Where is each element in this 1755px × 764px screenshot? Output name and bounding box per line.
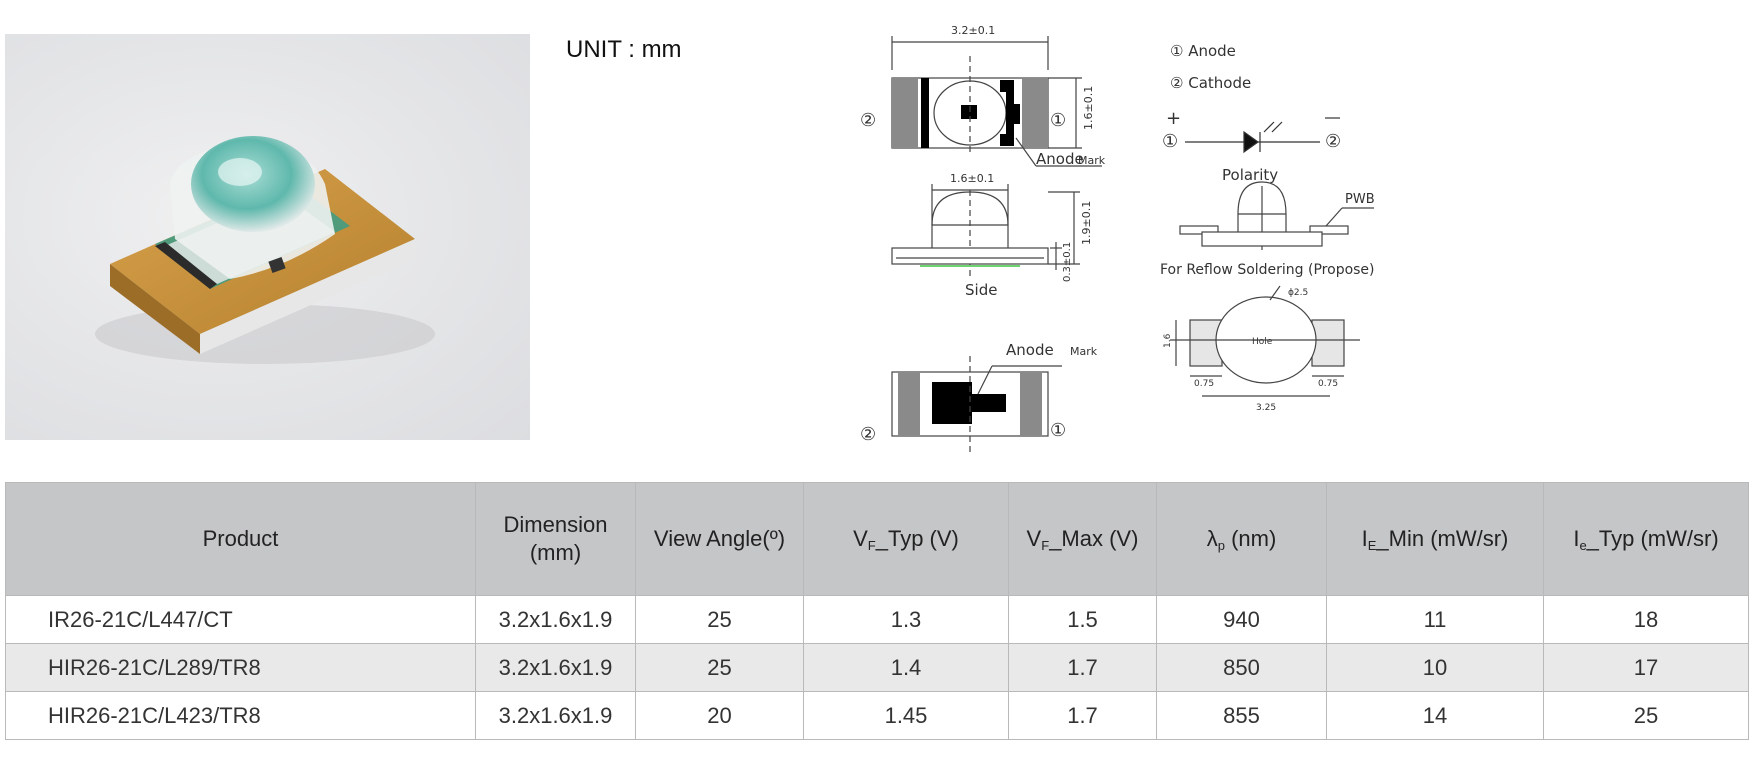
pwb-label: PWB [1345,192,1375,207]
side-label: Side [965,281,997,299]
cell-dimension: 3.2x1.6x1.9 [475,643,636,692]
header-product: Product [5,482,476,596]
bottom-pin1-label: ① [1050,420,1066,441]
pwb-view [1179,181,1374,250]
cell-ie-typ: 17 [1543,643,1749,692]
cell-dimension: 3.2x1.6x1.9 [475,691,636,740]
cell-vf-typ: 1.3 [803,595,1009,644]
table-header-row: Product Dimension (mm) View Angle(º) VF_… [5,482,1749,596]
top-pin2-label: ② [860,110,876,131]
top-height-dim: 1.6±0.1 [1082,86,1095,130]
pad-left-dim: 0.75 [1194,379,1214,389]
bottom-view [891,356,1062,452]
header-ie-min: IE_Min (mW/sr) [1326,482,1544,596]
cell-view-angle: 25 [635,643,804,692]
cell-ie-typ: 25 [1543,691,1749,740]
bottom-anode-mark-label: Anode [1006,341,1054,359]
legend-anode: ① Anode [1170,42,1236,60]
side-width-dim: 1.6±0.1 [950,172,994,185]
top-anode-mark-label: Anode [1036,150,1084,168]
cell-vf-typ: 1.45 [803,691,1009,740]
side-height-dim: 1.9±0.1 [1080,201,1093,245]
cell-view-angle: 25 [635,595,804,644]
polarity-pin1: ① [1162,131,1178,152]
cell-vf-max: 1.7 [1008,643,1157,692]
diode-symbol-icon [1185,117,1340,154]
polarity-pin2: ② [1325,131,1341,152]
cell-product: IR26-21C/L447/CT [5,595,476,644]
side-view [891,184,1080,278]
reflow-label: For Reflow Soldering (Propose) [1160,262,1375,278]
header-view-angle: View Angle(º) [635,482,804,596]
cell-ie-typ: 18 [1543,595,1749,644]
bottom-mark-label: Mark [1070,345,1098,358]
cell-ie-min: 10 [1326,643,1544,692]
table-row: HIR26-21C/L289/TR8 3.2x1.6x1.9 25 1.4 1.… [5,643,1749,692]
hole-diameter-dim: ϕ2.5 [1288,288,1308,298]
cell-peak-wavelength: 940 [1156,595,1327,644]
header-vf-max: VF_Max (V) [1008,482,1157,596]
top-pin1-label: ① [1050,110,1066,131]
legend-cathode: ② Cathode [1170,74,1251,92]
hole-label: Hole [1252,337,1273,347]
solder-pad-view [1170,285,1360,397]
header-dimension: Dimension (mm) [475,482,636,596]
cell-vf-max: 1.5 [1008,595,1157,644]
header-vf-typ: VF_Typ (V) [803,482,1009,596]
header-ie-typ: Ie_Typ (mW/sr) [1543,482,1749,596]
cell-product: HIR26-21C/L423/TR8 [5,691,476,740]
unit-label: UNIT : mm [566,36,682,63]
table-row: HIR26-21C/L423/TR8 3.2x1.6x1.9 20 1.45 1… [5,691,1749,740]
cell-peak-wavelength: 850 [1156,643,1327,692]
smd-led-illustration [95,136,435,364]
pad-total-dim: 3.25 [1256,403,1276,413]
bottom-pin2-label: ② [860,424,876,445]
pad-height-dim: 1.6 [1163,333,1173,348]
cell-vf-typ: 1.4 [803,643,1009,692]
table-row: IR26-21C/L447/CT 3.2x1.6x1.9 25 1.3 1.5 … [5,595,1749,644]
cell-dimension: 3.2x1.6x1.9 [475,595,636,644]
polarity-plus: + [1166,108,1181,129]
dimension-drawing: 3.2±0.1 1.6±0.1 ② ① Anode Mark 1.6±0.1 1… [860,24,1375,452]
header-peak-wavelength: λp (nm) [1156,482,1327,596]
pad-right-dim: 0.75 [1318,379,1338,389]
cell-product: HIR26-21C/L289/TR8 [5,643,476,692]
top-view [891,36,1102,167]
cell-view-angle: 20 [635,691,804,740]
spec-table: Product Dimension (mm) View Angle(º) VF_… [5,482,1749,740]
cell-ie-min: 14 [1326,691,1544,740]
cell-ie-min: 11 [1326,595,1544,644]
cell-peak-wavelength: 855 [1156,691,1327,740]
product-photo [5,34,530,440]
side-lead-dim: 0.3±0.1 [1062,242,1073,282]
polarity-label: Polarity [1222,166,1278,184]
cell-vf-max: 1.7 [1008,691,1157,740]
top-width-dim: 3.2±0.1 [951,24,995,37]
top-mark-label: Mark [1078,154,1106,167]
